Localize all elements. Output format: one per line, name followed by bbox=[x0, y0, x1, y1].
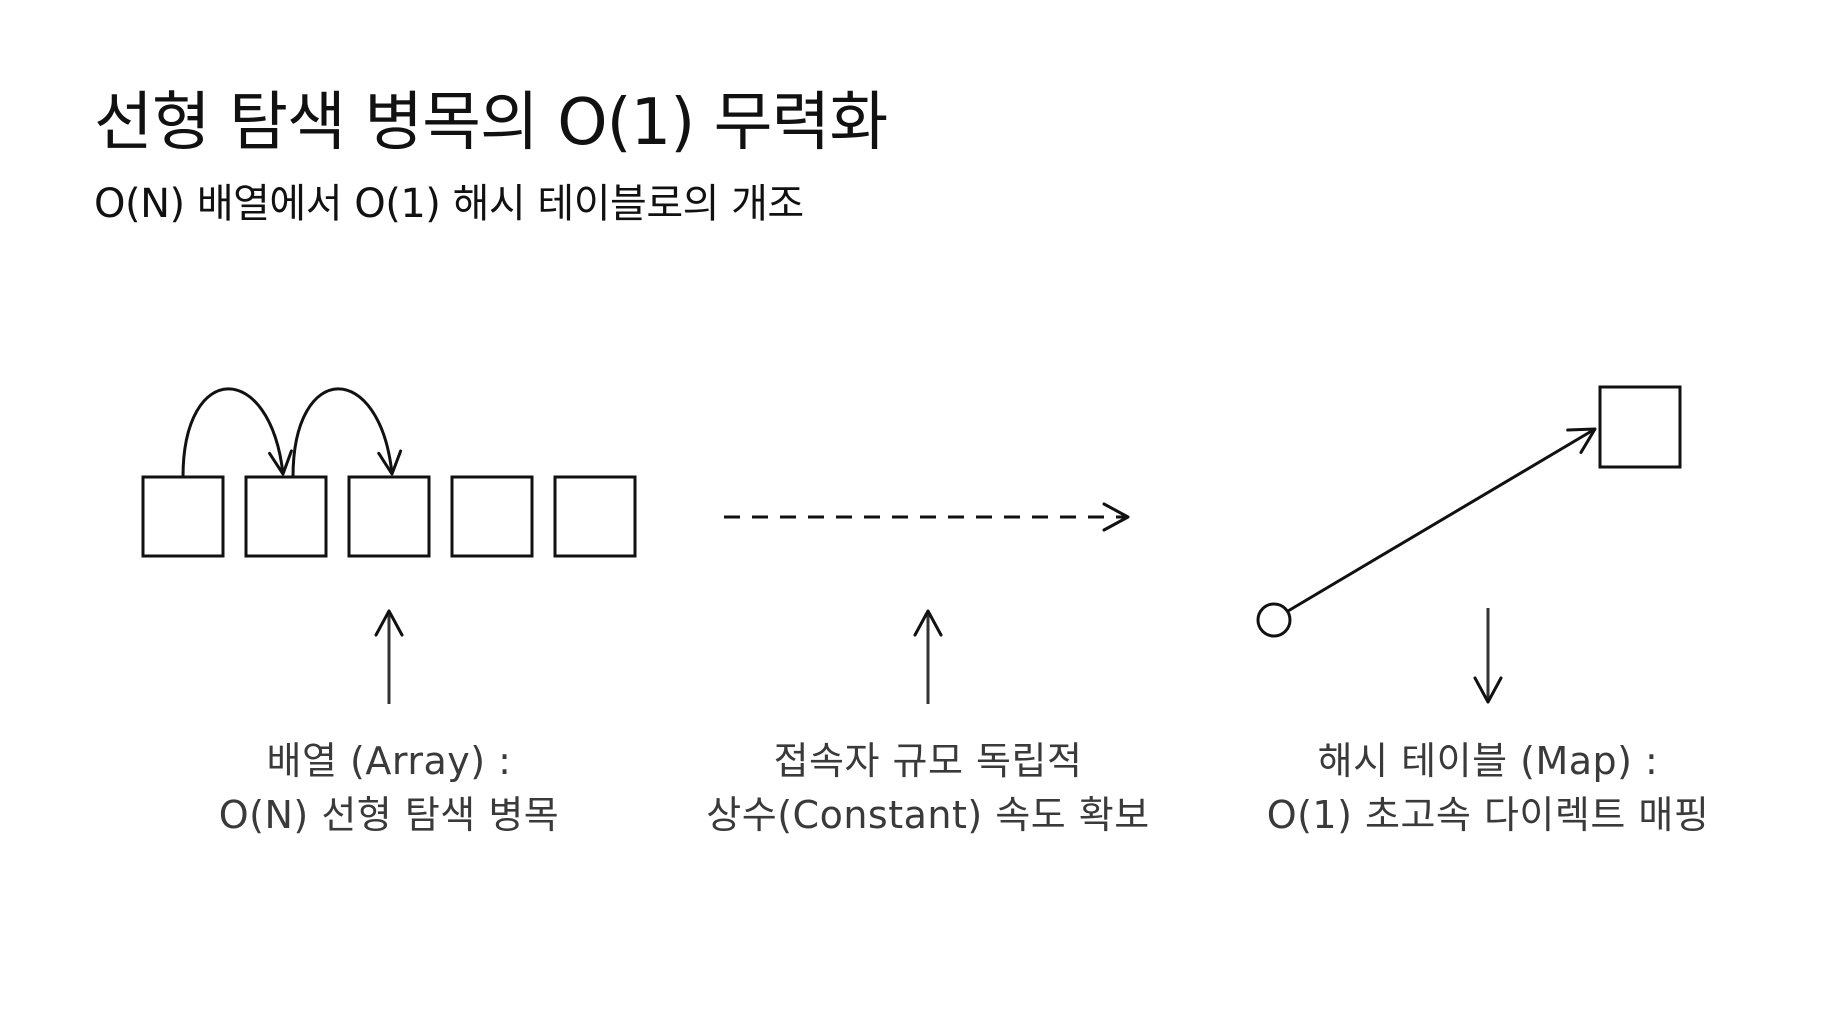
hop-arrow-2 bbox=[291, 387, 403, 478]
hop-arrow-1 bbox=[181, 387, 293, 478]
page-title: 선형 탐색 병목의 O(1) 무력화 bbox=[94, 86, 888, 160]
array-caption-line2: O(N) 선형 탐색 병목 bbox=[218, 793, 560, 837]
direct-mapping-arrow bbox=[1287, 427, 1597, 613]
array-cell-4 bbox=[450, 475, 534, 558]
page-subtitle: O(N) 배열에서 O(1) 해시 테이블로의 개조 bbox=[94, 181, 804, 227]
hashmap-caption-line2: O(1) 초고속 다이렉트 매핑 bbox=[1266, 793, 1710, 837]
constant-caption-line2: 상수(Constant) 속도 확보 bbox=[706, 793, 1150, 837]
constant-caption: 접속자 규모 독립적 상수(Constant) 속도 확보 bbox=[706, 734, 1149, 842]
array-cell-3 bbox=[347, 475, 431, 558]
hash-key-node bbox=[1256, 602, 1292, 638]
array-caption-line1: 배열 (Array) : bbox=[266, 739, 512, 783]
array-cells bbox=[141, 475, 637, 558]
array-cell-1 bbox=[141, 475, 225, 558]
constant-caption-line1: 접속자 규모 독립적 bbox=[773, 739, 1083, 783]
array-cell-2 bbox=[244, 475, 328, 558]
hashmap-caption: 해시 테이블 (Map) : O(1) 초고속 다이렉트 매핑 bbox=[1267, 734, 1710, 842]
hash-bucket bbox=[1598, 385, 1682, 469]
hashmap-caption-line1: 해시 테이블 (Map) : bbox=[1317, 739, 1659, 783]
array-cell-5 bbox=[553, 475, 637, 558]
array-caption: 배열 (Array) : O(N) 선형 탐색 병목 bbox=[219, 734, 559, 842]
